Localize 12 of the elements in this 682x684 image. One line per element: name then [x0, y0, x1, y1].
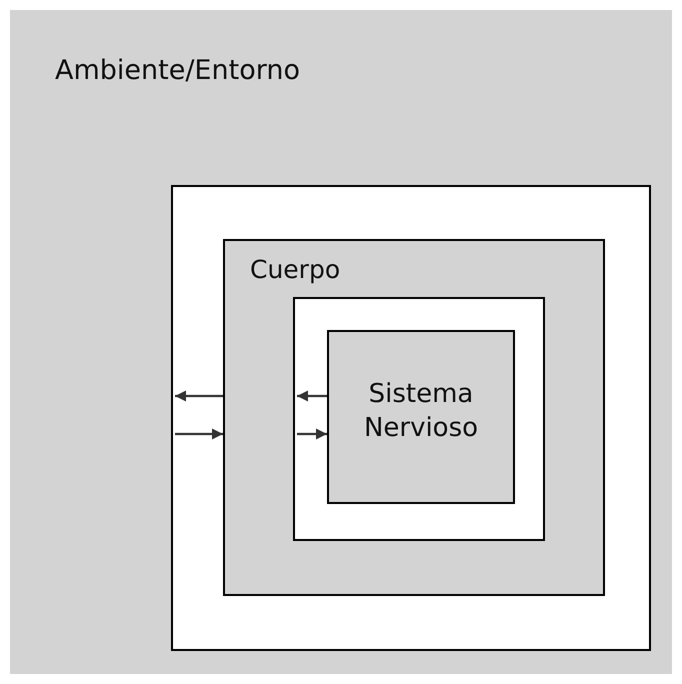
region-label: Cuerpo	[250, 255, 340, 284]
empty-box	[171, 185, 651, 651]
region-label: Sistema Nervioso	[362, 378, 480, 445]
region-label: Ambiente/Entorno	[55, 55, 300, 86]
background-panel	[10, 10, 672, 674]
arrow	[297, 428, 327, 440]
region-box	[327, 330, 515, 504]
region-box	[223, 239, 605, 596]
empty-box	[293, 297, 545, 541]
arrow	[297, 390, 327, 402]
arrow	[175, 390, 223, 402]
arrow	[175, 428, 223, 440]
